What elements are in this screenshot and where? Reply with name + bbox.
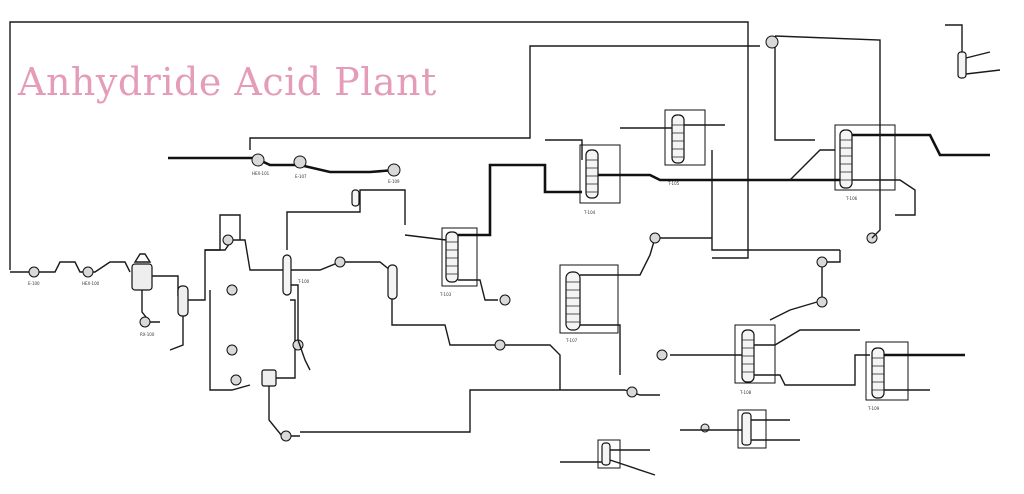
small-column-2: [741, 412, 752, 446]
small-column-box-2: [737, 409, 767, 449]
exchanger-e111: [494, 339, 506, 351]
reactor-vessel: [131, 263, 153, 291]
exchanger-e117: [816, 296, 828, 308]
exchanger-e113: [765, 35, 779, 49]
vertical-tie-line: [711, 150, 840, 251]
column-t107: [565, 271, 581, 331]
column-box-t107: [559, 264, 619, 334]
svg-text:E-107: E-107: [295, 174, 307, 179]
svg-text:T-103: T-103: [439, 292, 452, 297]
column-t102: [387, 264, 398, 300]
svg-text:HEX-101: HEX-101: [252, 171, 270, 176]
exchanger-e120: [700, 423, 710, 433]
exchanger-e109: [387, 163, 401, 177]
cooler-e103: [226, 344, 238, 356]
reactor-cooler: [139, 316, 151, 328]
svg-text:T-107: T-107: [565, 338, 578, 343]
svg-text:T-109: T-109: [867, 406, 880, 411]
heater-e105: [280, 430, 292, 442]
svg-text:HEX-100: HEX-100: [82, 281, 100, 286]
column-t100: [282, 254, 292, 296]
small-column-1: [601, 442, 611, 466]
svg-text:T-104: T-104: [583, 210, 596, 215]
top-right-line: [774, 35, 881, 120]
svg-text:T-105: T-105: [667, 181, 680, 186]
column-box-t103: [441, 227, 478, 287]
exchanger-e115: [649, 232, 661, 244]
top-recycle-line: [9, 21, 749, 270]
condenser-e101: [222, 234, 234, 246]
svg-text:E-109: E-109: [388, 179, 400, 184]
column-t103: [445, 231, 459, 283]
right-drop-line: [774, 36, 815, 141]
column-trays: [446, 124, 884, 391]
column-box-t108: [734, 324, 776, 384]
feed-exchanger: [28, 266, 40, 278]
cooler-e102: [226, 284, 238, 296]
small-column-box-1: [597, 439, 621, 469]
svg-text:T-108: T-108: [739, 390, 752, 395]
small-column-3: [957, 51, 967, 79]
feed-heater: [82, 266, 94, 278]
column-box-t106: [834, 124, 896, 191]
upper-loop-line: [249, 45, 760, 150]
svg-text:T-106: T-106: [845, 196, 858, 201]
reactor-top: [133, 253, 152, 263]
column-box-t105: [664, 109, 706, 166]
column-t101: [351, 189, 360, 207]
svg-text:E-100: E-100: [28, 281, 40, 286]
exchanger-e116: [816, 256, 828, 268]
exchanger-e108: [293, 155, 307, 169]
upper-product-line: [168, 156, 396, 174]
exchanger-e110: [334, 256, 346, 268]
exchanger-e118: [656, 349, 668, 361]
column-t104: [585, 149, 599, 199]
svg-text:RX-100: RX-100: [140, 332, 155, 337]
column-t105: [671, 114, 685, 164]
column-t106: [839, 129, 853, 189]
feed-line: [10, 261, 131, 273]
exchanger-e107: [251, 153, 265, 167]
exchanger-e119: [626, 386, 638, 398]
diagram-title: Anhydride Acid Plant: [18, 60, 437, 104]
exchanger-e112: [499, 294, 511, 306]
separator-vessel: [177, 285, 189, 317]
column-t109: [871, 347, 885, 399]
cooler-e104: [230, 374, 242, 386]
column-box-t109: [865, 341, 909, 401]
svg-text:T-100: T-100: [297, 279, 310, 284]
flash-drum: [261, 369, 277, 387]
